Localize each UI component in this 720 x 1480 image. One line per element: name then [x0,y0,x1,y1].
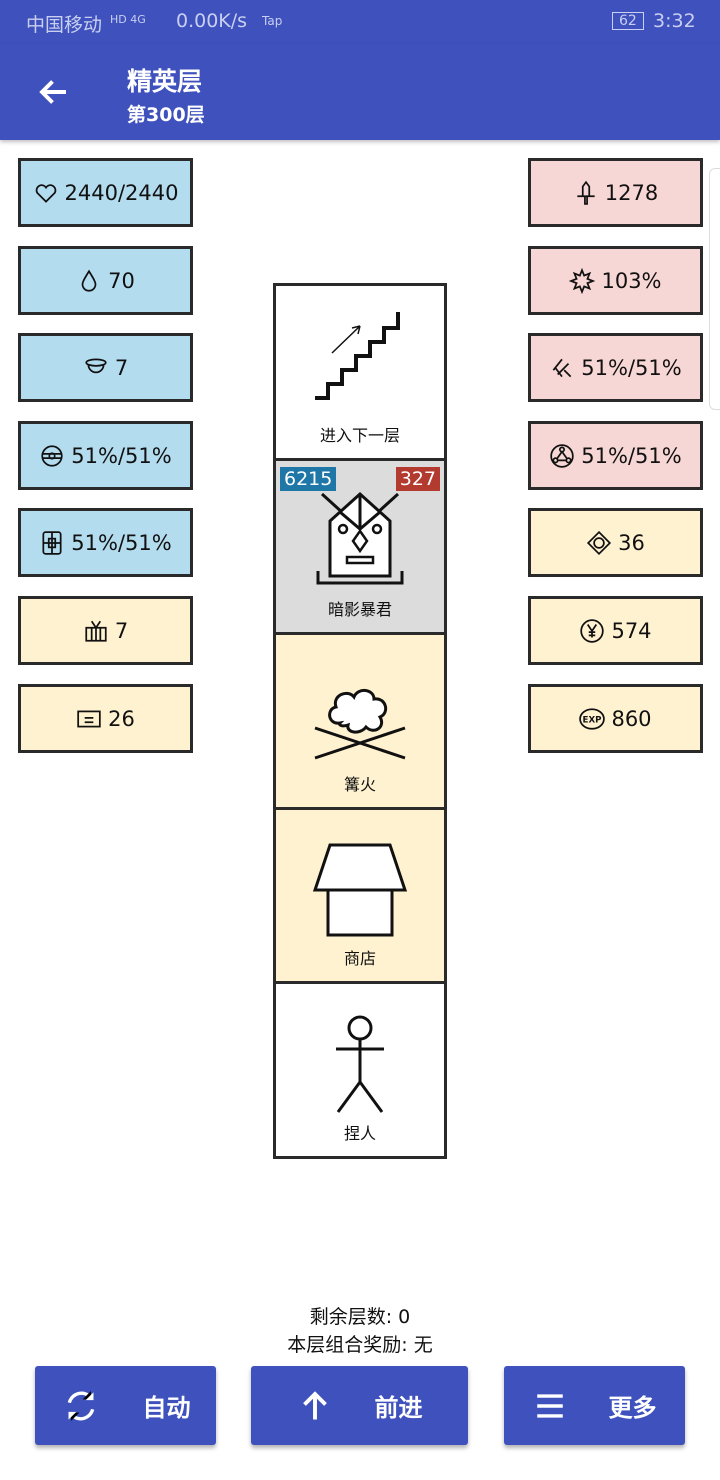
bonfire-icon [314,689,406,760]
clock: 3:32 [653,10,696,32]
stat-value: 103% [601,268,662,293]
stat-box[interactable]: 26 [18,684,193,753]
forward-label: 前进 [374,1394,423,1422]
stat-box[interactable]: EXP 860 [528,684,703,753]
shield-disc-icon [41,444,63,467]
stairs-icon [315,312,400,400]
stat-value: 70 [108,268,135,293]
yen-coin-icon [580,618,605,643]
stat-value: 51%/51% [581,355,682,380]
floor-number: 第300层 [127,104,205,126]
app-bar: 精英层 第300层 [0,44,720,140]
battery-icon: 62 [612,12,644,30]
stat-value: 1278 [604,180,659,205]
stat-value: 7 [114,355,129,380]
status-bar: 中国移动 HD 4G 0.00K/s Tap 62 3:32 [0,0,720,44]
stat-box[interactable]: 51%/51% [18,508,193,577]
floor-cell-shop[interactable]: 商店 [276,809,444,984]
cell-label: 商店 [343,949,376,968]
carrier: 中国移动 [26,14,103,36]
stat-box[interactable]: 7 [18,596,193,665]
page-title: 精英层 [127,67,203,96]
stat-box[interactable]: 103% [528,246,703,315]
drop-icon [81,269,97,292]
cell-label: 捏人 [343,1123,376,1143]
armor-icon [42,530,62,555]
slash-icon [552,358,572,377]
stat-box[interactable]: 51%/51% [18,421,193,490]
network-icon: HD 4G [110,13,146,26]
auto-label: 自动 [142,1394,191,1422]
floor-column: 进入下一层 6215 327 暗影暴君 篝火 商店 [273,283,447,1159]
stat-value: 860 [611,706,652,731]
remaining-floors: 剩余层数: 0 [309,1306,411,1328]
triad-icon [550,443,574,468]
floor-cell-stairs[interactable]: 进入下一层 [276,286,444,461]
stat-box[interactable]: 51%/51% [528,421,703,490]
more-label: 更多 [608,1394,657,1422]
stat-box[interactable]: 574 [528,596,703,665]
stat-box[interactable]: 36 [528,508,703,577]
stick-figure-icon [336,1015,384,1113]
gem-icon [587,530,612,555]
floor-cell-enemy[interactable]: 6215 327 暗影暴君 [276,460,444,635]
refresh-icon [67,1390,94,1421]
app-tag: Tap [262,14,283,28]
burst-icon [569,267,596,294]
net-speed: 0.00K/s [176,10,248,32]
stat-box[interactable]: 70 [18,246,193,315]
menu-icon [536,1393,563,1418]
stat-value: 51%/51% [71,443,172,468]
stat-value: 26 [108,706,135,731]
svg-text:EXP: EXP [583,715,602,725]
back-arrow-icon[interactable] [36,74,72,110]
exp-icon: EXP [579,707,606,730]
floor-cell-character[interactable]: 捏人 [276,984,444,1159]
enemy-attack-badge: 327 [395,466,440,491]
stat-value: 2440/2440 [64,180,179,205]
combo-reward: 本层组合奖励: 无 [287,1334,433,1356]
stat-value: 7 [114,618,129,643]
arrow-up-icon [302,1390,327,1419]
auto-button[interactable]: 自动 [35,1366,216,1445]
chest-icon [85,620,107,642]
cell-label: 进入下一层 [319,425,400,445]
helmet-icon [85,357,107,373]
stat-box[interactable]: 7 [18,333,193,402]
cell-label: 篝火 [343,774,376,794]
heart-icon [35,183,56,203]
card-icon [77,710,101,727]
stat-box[interactable]: 1278 [528,158,703,227]
cell-label: 暗影暴君 [327,600,392,619]
sword-icon [577,180,595,205]
forward-button[interactable]: 前进 [251,1366,468,1445]
shadow-tyrant-icon [316,491,404,584]
more-button[interactable]: 更多 [504,1366,685,1445]
stat-value: 36 [618,530,645,555]
stat-value: 51%/51% [71,530,172,555]
stat-box[interactable]: 51%/51% [528,333,703,402]
stat-value: 51%/51% [581,443,682,468]
enemy-hp-badge: 6215 [280,466,337,491]
stat-value: 574 [611,618,652,643]
stat-box[interactable]: 2440/2440 [18,158,193,227]
shop-icon [312,843,408,936]
side-panel-edge [709,168,720,410]
floor-cell-bonfire[interactable]: 篝火 [276,635,444,810]
